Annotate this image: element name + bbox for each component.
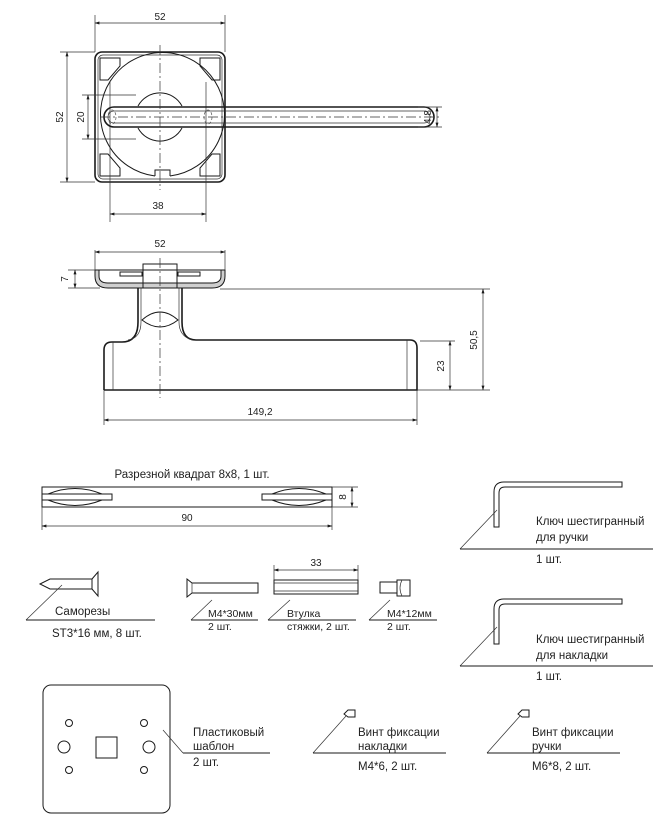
dim-lever-width: 4,8	[423, 110, 434, 124]
screw-icon	[186, 577, 259, 599]
handle-neck	[103, 288, 139, 390]
set-screw-rose-line1: Винт фиксации	[358, 727, 440, 739]
sleeve-line2: стяжки, 2 шт.	[287, 621, 350, 633]
rose-circle	[100, 51, 225, 177]
dim-total-height: 50,5	[469, 330, 480, 350]
neck-lens	[141, 311, 179, 328]
hex-key-handle-line1: Ключ шестигранный	[536, 516, 644, 528]
top-view: 52 52 20 38 4,8	[55, 12, 442, 222]
plastic-template: Пластиковый шаблон 2 шт.	[42, 684, 270, 814]
corner-cutout	[199, 57, 221, 81]
hex-key-handle-line2: для ручки	[536, 532, 588, 544]
hub	[137, 92, 183, 107]
screw-icon	[38, 578, 93, 590]
sleeve-icon	[273, 579, 359, 595]
set-screw-rose-line2: накладки	[358, 741, 407, 753]
hex-key-rose: Ключ шестигранный для накладки 1 шт.	[459, 598, 653, 683]
screw-icon	[379, 581, 398, 594]
spindle-label: Разрезной квадрат 8х8, 1 шт.	[114, 469, 269, 481]
dim-inner: 20	[76, 111, 87, 123]
screw-m4-12-line1: М4*12мм	[387, 608, 432, 620]
spindle-part: Разрезной квадрат 8х8, 1 шт. 8 90	[41, 469, 358, 530]
self-tapping-screws: Саморезы ST3*16 мм, 8 шт.	[25, 570, 155, 640]
template-qty: 2 шт.	[193, 757, 219, 769]
sleeve-line1: Втулка	[287, 608, 321, 620]
self-tapping-line1: Саморезы	[55, 606, 110, 618]
dim-top-width: 52	[154, 12, 166, 23]
dim-top-height: 52	[55, 111, 66, 123]
hex-key-rose-line1: Ключ шестигранный	[536, 634, 644, 646]
template-line2: шаблон	[193, 741, 234, 753]
dim-lever-height: 23	[436, 360, 447, 372]
set-screw-handle-line3: М6*8, 2 шт.	[532, 761, 591, 773]
template-icon	[42, 684, 171, 814]
hex-key-handle: Ключ шестигранный для ручки 1 шт.	[459, 481, 653, 566]
set-screw-handle-line2: ручки	[532, 741, 561, 753]
dim-sleeve-length: 33	[310, 558, 322, 569]
set-screw-rose-line3: М4*6, 2 шт.	[358, 761, 417, 773]
hex-key-icon	[493, 598, 623, 645]
self-tapping-line2: ST3*16 мм, 8 шт.	[52, 628, 142, 640]
template-line1: Пластиковый	[193, 727, 264, 739]
corner-cutout	[199, 153, 221, 177]
set-screw-handle: Винт фиксации ручки М6*8, 2 шт.	[486, 709, 620, 773]
corner-cutout	[99, 153, 121, 177]
screw-m4-30: М4*30мм 2 шт.	[186, 577, 259, 633]
hex-key-rose-line2: для накладки	[536, 650, 608, 662]
screw-m4-30-line2: 2 шт.	[208, 621, 232, 633]
set-screw-icon	[517, 709, 530, 718]
corner-cutout	[99, 57, 121, 81]
dim-length: 149,2	[247, 407, 272, 418]
screw-m4-12-line2: 2 шт.	[387, 621, 411, 633]
dim-side-width: 52	[154, 239, 166, 250]
side-view: 52 7 50,5 23 149,2	[60, 239, 490, 425]
dim-spindle-section: 8	[338, 494, 349, 500]
screw-m4-30-line1: М4*30мм	[208, 608, 253, 620]
spindle-body	[41, 486, 333, 508]
screw-m4-12: М4*12мм 2 шт.	[368, 579, 437, 633]
hex-key-rose-qty: 1 шт.	[536, 671, 562, 683]
sleeve: 33 Втулка стяжки, 2 шт.	[267, 558, 359, 633]
dim-bottom: 38	[152, 201, 164, 212]
hex-key-handle-qty: 1 шт.	[536, 554, 562, 566]
set-screw-handle-line1: Винт фиксации	[532, 727, 614, 739]
hex-key-icon	[493, 481, 623, 528]
dim-rose-thickness: 7	[60, 276, 71, 282]
set-screw-rose: Винт фиксации накладки М4*6, 2 шт.	[312, 709, 446, 773]
dim-spindle-length: 90	[181, 513, 193, 524]
set-screw-icon	[343, 709, 356, 718]
